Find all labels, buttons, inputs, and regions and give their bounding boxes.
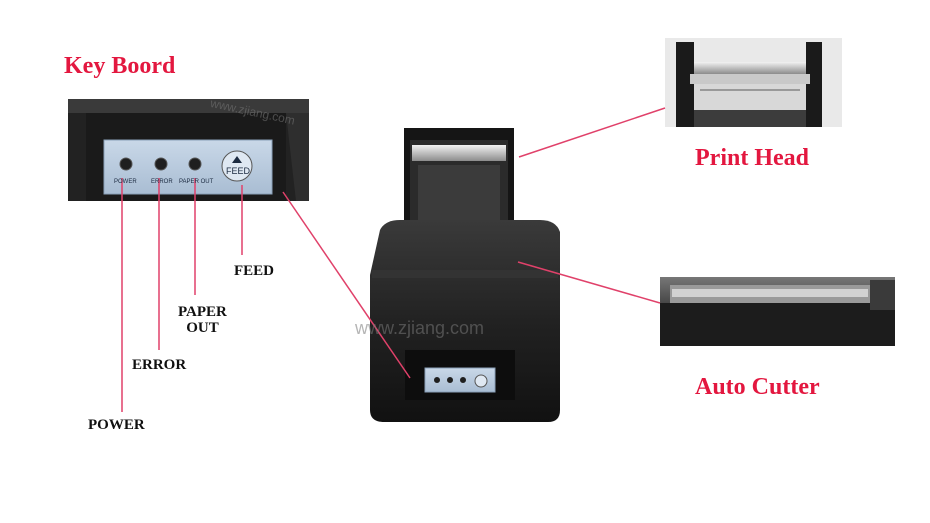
auto-cutter-leader	[517, 261, 661, 304]
panel-feed-text: FEED	[226, 166, 251, 176]
panel-paper-out-text: PAPER OUT	[179, 179, 214, 185]
error-label: ERROR	[132, 357, 187, 373]
printer-body	[370, 128, 560, 422]
paper-out-label: PAPER OUT	[178, 304, 227, 336]
key-board-title: Key Boord	[64, 53, 176, 79]
keyboard-leader	[282, 191, 411, 379]
leader-lines	[121, 107, 666, 412]
print-head-leader	[518, 107, 666, 158]
print-head-title: Print Head	[695, 145, 809, 171]
panel-error-text: ERROR	[151, 179, 173, 185]
print-head-closeup	[665, 38, 842, 127]
panel-power-text: POWER	[114, 179, 137, 185]
power-label: POWER	[88, 417, 145, 433]
auto-cutter-closeup	[660, 277, 895, 346]
keyboard-closeup	[68, 99, 309, 201]
auto-cutter-title: Auto Cutter	[695, 374, 820, 400]
feed-label: FEED	[234, 263, 275, 279]
printer-watermark: www.zjiang.com	[355, 318, 485, 338]
